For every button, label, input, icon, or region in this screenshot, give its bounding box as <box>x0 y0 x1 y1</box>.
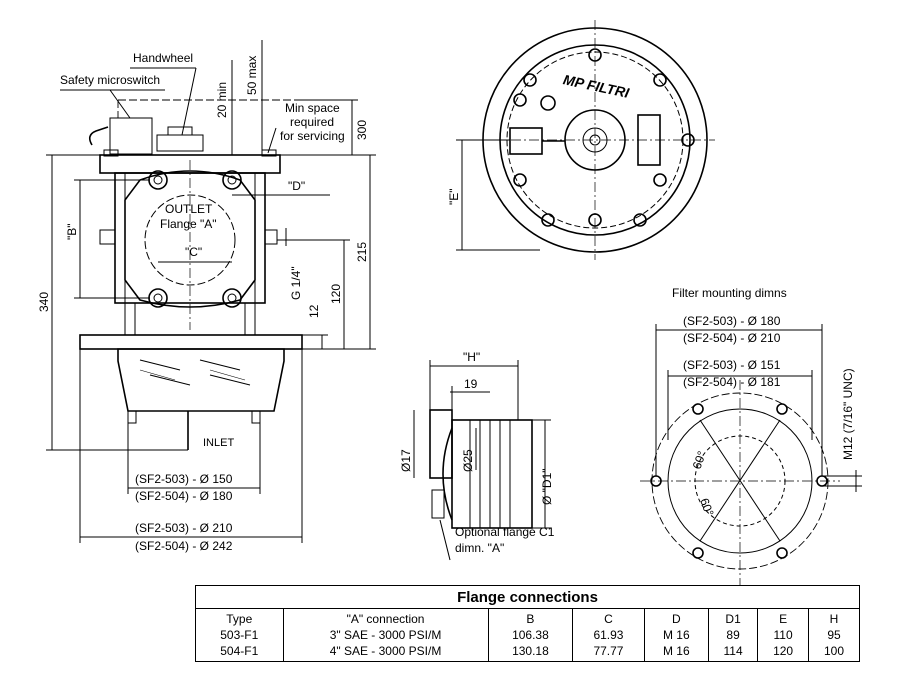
flange-connections-table: Flange connections Type 503-F1 504-F1 "A… <box>195 585 860 662</box>
col-c: C 61.93 77.77 <box>572 608 645 662</box>
logo-icon <box>540 95 556 111</box>
dia-242-label: (SF2-504) - Ø 242 <box>135 539 233 553</box>
dim-120: 120 <box>329 284 343 304</box>
header-cell: D1 <box>725 612 741 626</box>
mounting-dims: Filter mounting dimns (SF2-503) - Ø 180 … <box>640 286 862 585</box>
header-cell: "A" connection <box>346 612 425 626</box>
top-view: MP FILTRI "E" <box>447 20 715 260</box>
dim-dia-d1: Ø "D1" <box>540 468 554 505</box>
table-cell: 100 <box>824 644 845 658</box>
table-cell: 114 <box>723 644 743 658</box>
microswitch-body <box>109 117 153 155</box>
mount-dia181: (SF2-504) - Ø 181 <box>683 375 781 389</box>
table-body-row: Type 503-F1 504-F1 "A" connection 3" SAE… <box>195 608 860 662</box>
flange-bolt <box>222 288 242 308</box>
m12-label: M12 (7/16" UNC) <box>841 368 855 460</box>
min-space-text: required <box>290 115 334 129</box>
inlet-label: INLET <box>203 437 234 449</box>
col-type: Type 503-F1 504-F1 <box>195 608 284 662</box>
col-d: D M 16 M 16 <box>643 608 710 662</box>
col-connection: "A" connection 3" SAE - 3000 PSI/M 4" SA… <box>282 608 489 662</box>
table-cell: 110 <box>773 628 793 642</box>
table-cell: 3" SAE - 3000 PSI/M <box>329 628 442 642</box>
table-cell: M 16 <box>662 644 690 658</box>
side-port <box>99 229 116 245</box>
header-cell: H <box>829 612 839 626</box>
base-flange <box>79 334 303 350</box>
optional-flange-label: Optional flange C1 <box>455 525 555 539</box>
handwheel-shape <box>156 134 204 152</box>
top-microswitch <box>509 127 543 155</box>
table-cell: 89 <box>726 628 740 642</box>
dim-12: 12 <box>307 304 321 318</box>
col-d1: D1 89 114 <box>708 608 759 662</box>
table-cell: 106.38 <box>512 628 549 642</box>
dia-150-label: (SF2-503) - Ø 150 <box>135 472 233 486</box>
flange-bolt <box>222 170 242 190</box>
dia-210-label: (SF2-503) - Ø 210 <box>135 521 233 535</box>
dim-300: 300 <box>355 120 369 140</box>
angle-label-2: 60° <box>697 496 716 518</box>
header-cell: D <box>671 612 681 626</box>
min-space-text: Min space <box>285 101 340 115</box>
table-cell: 95 <box>827 628 841 642</box>
dim-215: 215 <box>355 242 369 262</box>
dim-19-label: 19 <box>464 377 478 391</box>
brand-logo: MP FILTRI <box>562 71 632 101</box>
g14-label: G 1/4" <box>289 266 303 300</box>
outlet-flange-label: Flange "A" <box>160 217 217 231</box>
optional-flange-dimn: dimn. "A" <box>455 541 504 555</box>
table-cell: 4" SAE - 3000 PSI/M <box>329 644 442 658</box>
min-space-text: for servicing <box>280 129 345 143</box>
dim-20-min: 20 min <box>215 82 229 118</box>
flange-detail: "H" 19 Ø17 Ø25 Ø "D1" Optional flange C1… <box>399 350 555 561</box>
dim-340: 340 <box>37 292 51 312</box>
table-cell: 77.77 <box>593 644 624 658</box>
table-title-row: Flange connections <box>195 585 860 609</box>
dia-180-label: (SF2-504) - Ø 180 <box>135 489 233 503</box>
flange-body <box>451 419 533 529</box>
handwheel-label: Handwheel <box>133 51 193 65</box>
table-cell: M 16 <box>662 628 690 642</box>
dim-c-label: "C" <box>185 245 202 259</box>
table-cell: 503-F1 <box>220 628 259 642</box>
outlet-label: OUTLET <box>165 202 213 216</box>
col-b: B 106.38 130.18 <box>487 608 574 662</box>
dim-dia25: Ø25 <box>461 449 475 472</box>
table-cell: 120 <box>773 644 794 658</box>
dim-dia17: Ø17 <box>399 449 413 472</box>
table-cell: 504-F1 <box>220 644 259 658</box>
table-cell: 130.18 <box>512 644 549 658</box>
side-view: Handwheel Safety microswitch 20 min 50 m… <box>37 40 376 553</box>
mount-dia151: (SF2-503) - Ø 151 <box>683 358 781 372</box>
lower-bowl <box>117 348 285 412</box>
col-h: H 95 100 <box>808 608 860 662</box>
dim-h-label: "H" <box>463 350 480 364</box>
header-cell: B <box>526 612 535 626</box>
microswitch-label: Safety microswitch <box>60 73 160 87</box>
table-title: Flange connections <box>195 585 860 609</box>
dim-d-label: "D" <box>288 179 305 193</box>
dim-b-label: "B" <box>65 223 79 240</box>
header-cell: E <box>779 612 788 626</box>
dim-e-label: "E" <box>447 188 461 205</box>
mounting-title: Filter mounting dimns <box>672 286 787 300</box>
header-cell: C <box>604 612 613 626</box>
mount-dia180: (SF2-503) - Ø 180 <box>683 314 781 328</box>
mount-dia210: (SF2-504) - Ø 210 <box>683 331 781 345</box>
flange-stub <box>429 409 453 479</box>
header-cell: Type <box>226 612 253 626</box>
dim-50-max: 50 max <box>245 56 259 95</box>
col-e: E 110 120 <box>757 608 810 662</box>
table-cell: 61.93 <box>593 628 624 642</box>
microswitch-cable <box>88 126 109 146</box>
angle-label-1: 60° <box>690 449 709 471</box>
